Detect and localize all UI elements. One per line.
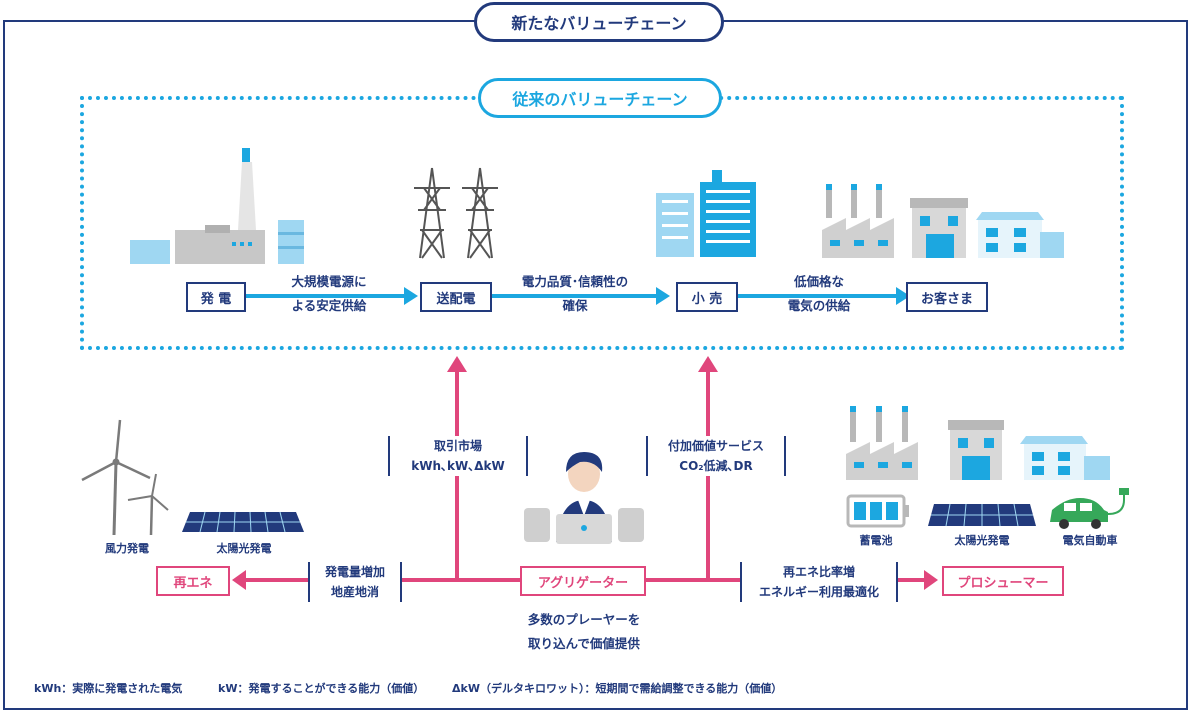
prosumer-factory-icon <box>846 406 918 480</box>
ev-caption: 電気自動車 <box>1062 534 1118 547</box>
wind-caption: 風力発電 <box>105 542 149 555</box>
transmission-tower-icon <box>414 167 498 259</box>
footer-kw: kW：発電することができる能力（価値） <box>218 682 425 695</box>
aggregator-description: 多数のプレーヤーを取り込んで価値提供 <box>527 612 641 651</box>
warehouse-icon <box>910 198 968 258</box>
prosumer-warehouse-icon <box>948 420 1004 480</box>
generation-box: 発 電 <box>186 282 246 312</box>
prosumer-note: 再エネ比率増エネルギー利用最適化 <box>740 562 898 602</box>
prosumer-house-icon <box>1020 436 1110 480</box>
prosumer-solar-icon <box>928 503 1036 527</box>
electric-car-icon <box>1050 488 1129 529</box>
new-value-chain-title: 新たなバリューチェーン <box>474 2 724 42</box>
renewables-note: 発電量増加地産地消 <box>308 562 402 602</box>
solar-caption: 太陽光発電 <box>216 542 272 555</box>
transmission-box: 送配電 <box>420 282 492 312</box>
aggregator-person-icon <box>524 452 644 544</box>
footer-kwh: kWh：実際に発電された電気 <box>34 682 183 695</box>
wind-turbine-icon <box>81 419 169 536</box>
renewables-box: 再エネ <box>156 566 230 596</box>
prosumer-box: プロシューマー <box>942 566 1064 596</box>
power-plant-icon <box>130 148 304 264</box>
solar-panel-icon <box>182 511 304 533</box>
battery-icon <box>846 494 909 528</box>
house-icon <box>976 212 1064 258</box>
conventional-chain-title: 従来のバリューチェーン <box>478 78 722 118</box>
footer-dkw: ΔkW（デルタキロワット）：短期間で需給調整できる能力（価値） <box>452 682 783 695</box>
office-building-icon <box>656 170 756 257</box>
retail-box: 小 売 <box>676 282 738 312</box>
label-power-quality: 電力品質･信頼性の確保 <box>521 274 629 313</box>
aggregator-box: アグリゲーター <box>520 566 646 596</box>
factory-icon <box>822 184 894 258</box>
label-large-scale-supply: 大規模電源による安定供給 <box>291 274 367 313</box>
battery-caption: 蓄電池 <box>859 534 893 547</box>
label-low-price-supply: 低価格な電気の供給 <box>787 274 851 313</box>
customer-box: お客さま <box>906 282 988 312</box>
prosumer-solar-caption: 太陽光発電 <box>954 534 1010 547</box>
